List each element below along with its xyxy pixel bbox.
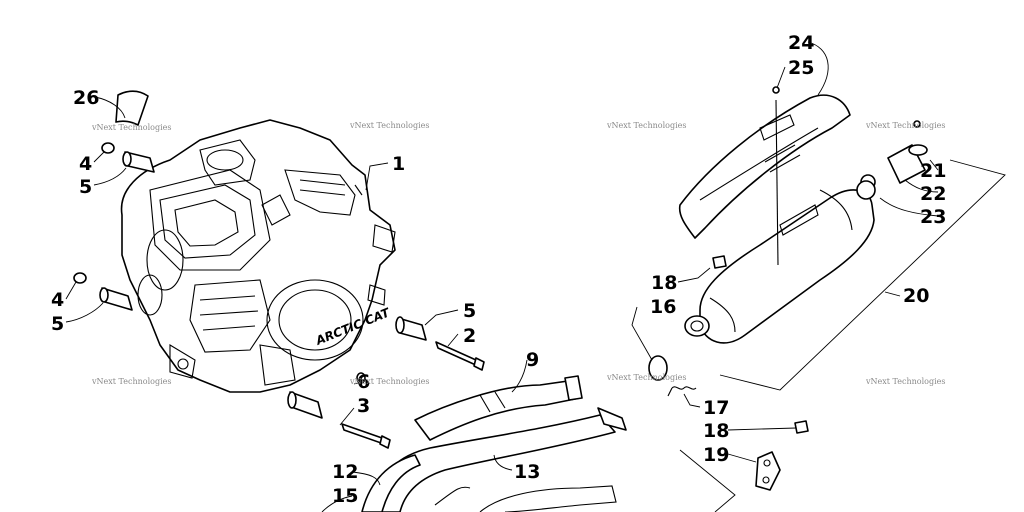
- part-6-nut: [356, 372, 366, 384]
- callout-17: 17: [703, 397, 729, 419]
- part-13-head-pipe: [369, 407, 627, 512]
- callout-5-lower: 5: [51, 313, 64, 335]
- part-25-screw: [772, 86, 780, 94]
- watermark: vNext Technologies: [865, 121, 945, 130]
- callout-13: 13: [514, 461, 540, 483]
- part-18-grommet-lower: [794, 420, 809, 434]
- engine-assembly: ARCTIC CAT: [120, 119, 396, 393]
- callout-22: 22: [920, 183, 946, 205]
- group-20-frame: [719, 159, 1006, 391]
- callout-12: 12: [332, 461, 358, 483]
- part-3-stud: [287, 391, 391, 449]
- callout-25: 25: [788, 57, 814, 79]
- group-lower-frame: [679, 449, 736, 512]
- part-17-spring: [667, 386, 697, 397]
- part-18-grommet-upper: [712, 255, 727, 269]
- callout-19: 19: [703, 444, 729, 466]
- part-9-sleeve: [414, 375, 583, 441]
- leader-lines: [65, 41, 939, 512]
- callout-labels: 26 4 5 4 5 1 5 2 6 3 9 12 13 15 16 17 18…: [51, 32, 946, 507]
- callout-21: 21: [920, 160, 946, 182]
- callout-2: 2: [463, 325, 476, 347]
- callout-4-upper: 4: [79, 153, 92, 175]
- callout-15: 15: [332, 485, 358, 507]
- callout-6: 6: [357, 371, 370, 393]
- callout-5-upper: 5: [79, 176, 92, 198]
- watermark: vNext Technologies: [865, 377, 945, 386]
- callout-26: 26: [73, 87, 99, 109]
- callout-24: 24: [788, 32, 814, 54]
- callout-16: 16: [650, 296, 676, 318]
- watermark: vNext Technologies: [91, 123, 171, 132]
- part-21-tailpipe: [887, 120, 928, 184]
- callout-5-right: 5: [463, 300, 476, 322]
- callout-18-lower: 18: [703, 420, 729, 442]
- part-4-5-lower: [73, 272, 133, 311]
- callout-4-lower: 4: [51, 289, 64, 311]
- watermark: vNext Technologies: [606, 121, 686, 130]
- watermark: vNext Technologies: [606, 373, 686, 382]
- part-16-ring: [648, 355, 668, 381]
- callout-9: 9: [526, 349, 539, 371]
- watermark: vNext Technologies: [91, 377, 171, 386]
- part-5-2-stud: [395, 316, 485, 371]
- part-24-heat-shield: [678, 94, 851, 266]
- part-20-muffler: [684, 189, 875, 344]
- callout-23: 23: [920, 206, 946, 228]
- callout-3: 3: [357, 395, 370, 417]
- part-19-bracket: [755, 451, 781, 491]
- part-4-5-upper: [101, 142, 155, 173]
- callout-20: 20: [903, 285, 929, 307]
- callout-18-upper: 18: [651, 272, 677, 294]
- part-26-gasket: [115, 90, 149, 126]
- part-12-pipe: [361, 454, 421, 512]
- part-23-gasket: [856, 180, 876, 200]
- watermarks: vNext Technologies vNext Technologies vN…: [91, 121, 945, 386]
- watermark: vNext Technologies: [349, 377, 429, 386]
- watermark: vNext Technologies: [349, 121, 429, 130]
- callout-1: 1: [392, 153, 405, 175]
